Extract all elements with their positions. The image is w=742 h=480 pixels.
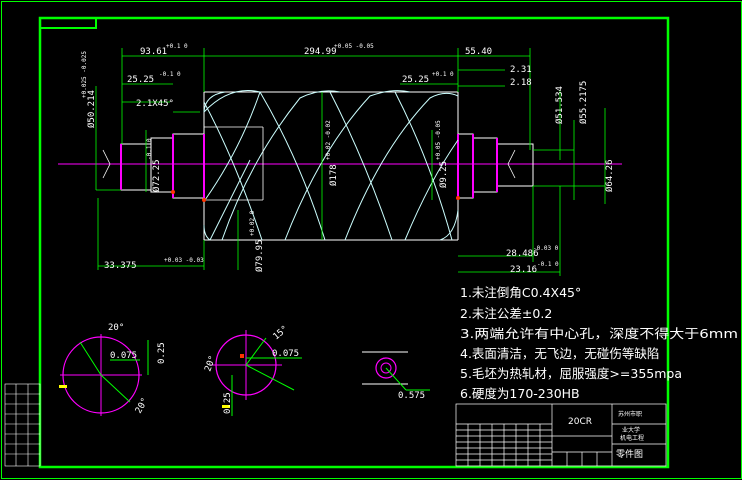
dim-93-61: 93.61 bbox=[140, 47, 167, 57]
section1-0-25: 0.25 bbox=[157, 342, 167, 364]
dim-dia-9-25: Ø9.25 bbox=[438, 161, 449, 188]
shaft-outline bbox=[120, 91, 534, 241]
dim-dia-50-214: Ø50.214 bbox=[86, 90, 97, 128]
dim-2-31: 2.31 bbox=[510, 65, 532, 75]
dim-33-375: 33.375 bbox=[104, 261, 137, 271]
note-3: 3.两端允许有中心孔，深度不得大于6mm bbox=[460, 326, 738, 341]
note-5: 5.毛坯为热轧材，屈服强度>=355mpa bbox=[460, 366, 682, 381]
revision-strip bbox=[4, 383, 41, 467]
dimension-lines bbox=[95, 48, 606, 276]
tol-294-99: +0.05 -0.05 bbox=[334, 43, 374, 50]
section1-0-075: 0.075 bbox=[110, 351, 137, 361]
section2-0-25: 0.25 bbox=[223, 392, 233, 414]
school-line-1: 苏州市职 bbox=[618, 410, 642, 418]
dim-dia-51-534: Ø51.534 bbox=[554, 86, 565, 124]
reference-points bbox=[171, 190, 460, 202]
tol-23-16: -0.1 0 bbox=[537, 261, 559, 268]
dim-23-16: 23.16 bbox=[510, 265, 537, 275]
note-1: 1.未注倒角C0.4X45° bbox=[460, 285, 581, 300]
section-view-3: 0.575 bbox=[362, 351, 430, 401]
tol-93-61: +0.1 0 bbox=[166, 43, 188, 50]
tol-dia-9-25: +0.05 -0.05 bbox=[435, 120, 442, 160]
note-2: 2.未注公差±0.2 bbox=[460, 306, 552, 321]
tol-dia-79-95: +0.02 0 bbox=[249, 210, 256, 236]
school-line-2: 业大学 bbox=[622, 426, 640, 434]
title-block-text: 20CR 苏州市职 业大学 机电工程 零件图 bbox=[568, 410, 644, 460]
dim-294-99: 294.99 bbox=[304, 47, 337, 57]
section-view-1: 20° 0.075 0.25 20° bbox=[59, 323, 167, 416]
tol-dia-50-214: +0.025 -0.025 bbox=[81, 51, 88, 98]
dim-dia-55-2175: Ø55.2175 bbox=[578, 81, 589, 124]
dimension-text: 93.61 +0.1 0 294.99 +0.05 -0.05 55.40 25… bbox=[81, 43, 615, 275]
tol-dia-72-25: -0.1 0 bbox=[146, 138, 153, 160]
note-6: 6.硬度为170-230HB bbox=[460, 386, 580, 401]
section3-0-575: 0.575 bbox=[398, 391, 425, 401]
title-block bbox=[455, 403, 667, 467]
dim-25-25-right: 25.25 bbox=[402, 75, 429, 85]
drawing-name: 零件图 bbox=[616, 448, 643, 460]
tol-33-375: +0.03 -0.03 bbox=[164, 257, 204, 264]
dim-2-18: 2.18 bbox=[510, 78, 532, 88]
dim-dia-178: Ø178 bbox=[328, 164, 339, 186]
dim-28-486: 28.486 bbox=[506, 249, 539, 259]
school-line-3: 机电工程 bbox=[620, 434, 644, 442]
section-view-2: 15° 0.075 20° 0.25 bbox=[203, 324, 302, 416]
dim-25-25-left: 25.25 bbox=[127, 75, 154, 85]
material-label: 20CR bbox=[568, 417, 592, 427]
dim-dia-79-95: Ø79.95 bbox=[254, 239, 265, 272]
technical-notes: 1.未注倒角C0.4X45° 2.未注公差±0.2 3.两端允许有中心孔，深度不… bbox=[460, 285, 738, 401]
section1-angle-top: 20° bbox=[108, 323, 124, 333]
dim-dia-72-25: Ø72.25 bbox=[151, 159, 162, 192]
section2-0-075: 0.075 bbox=[272, 349, 299, 359]
shaft-shoulder-lines bbox=[120, 134, 498, 198]
end-markers bbox=[102, 149, 516, 179]
note-4: 4.表面清洁，无飞边，无碰伤等缺陷 bbox=[460, 346, 659, 361]
tol-28-486: -0.03 0 bbox=[533, 245, 559, 252]
dim-dia-64-26: Ø64.26 bbox=[604, 159, 615, 192]
dim-chamfer: 2.1X45° bbox=[136, 99, 174, 109]
tol-dia-178: +0.02 -0.02 bbox=[325, 120, 332, 160]
tol-25-25-right: +0.1 0 bbox=[432, 71, 454, 78]
dim-55-40: 55.40 bbox=[465, 47, 492, 57]
section1-angle-bottom: 20° bbox=[134, 396, 151, 415]
tol-25-25-left: -0.1 0 bbox=[159, 71, 181, 78]
rotor-inner-outline bbox=[204, 126, 264, 201]
section2-angle-15: 15° bbox=[272, 324, 291, 342]
